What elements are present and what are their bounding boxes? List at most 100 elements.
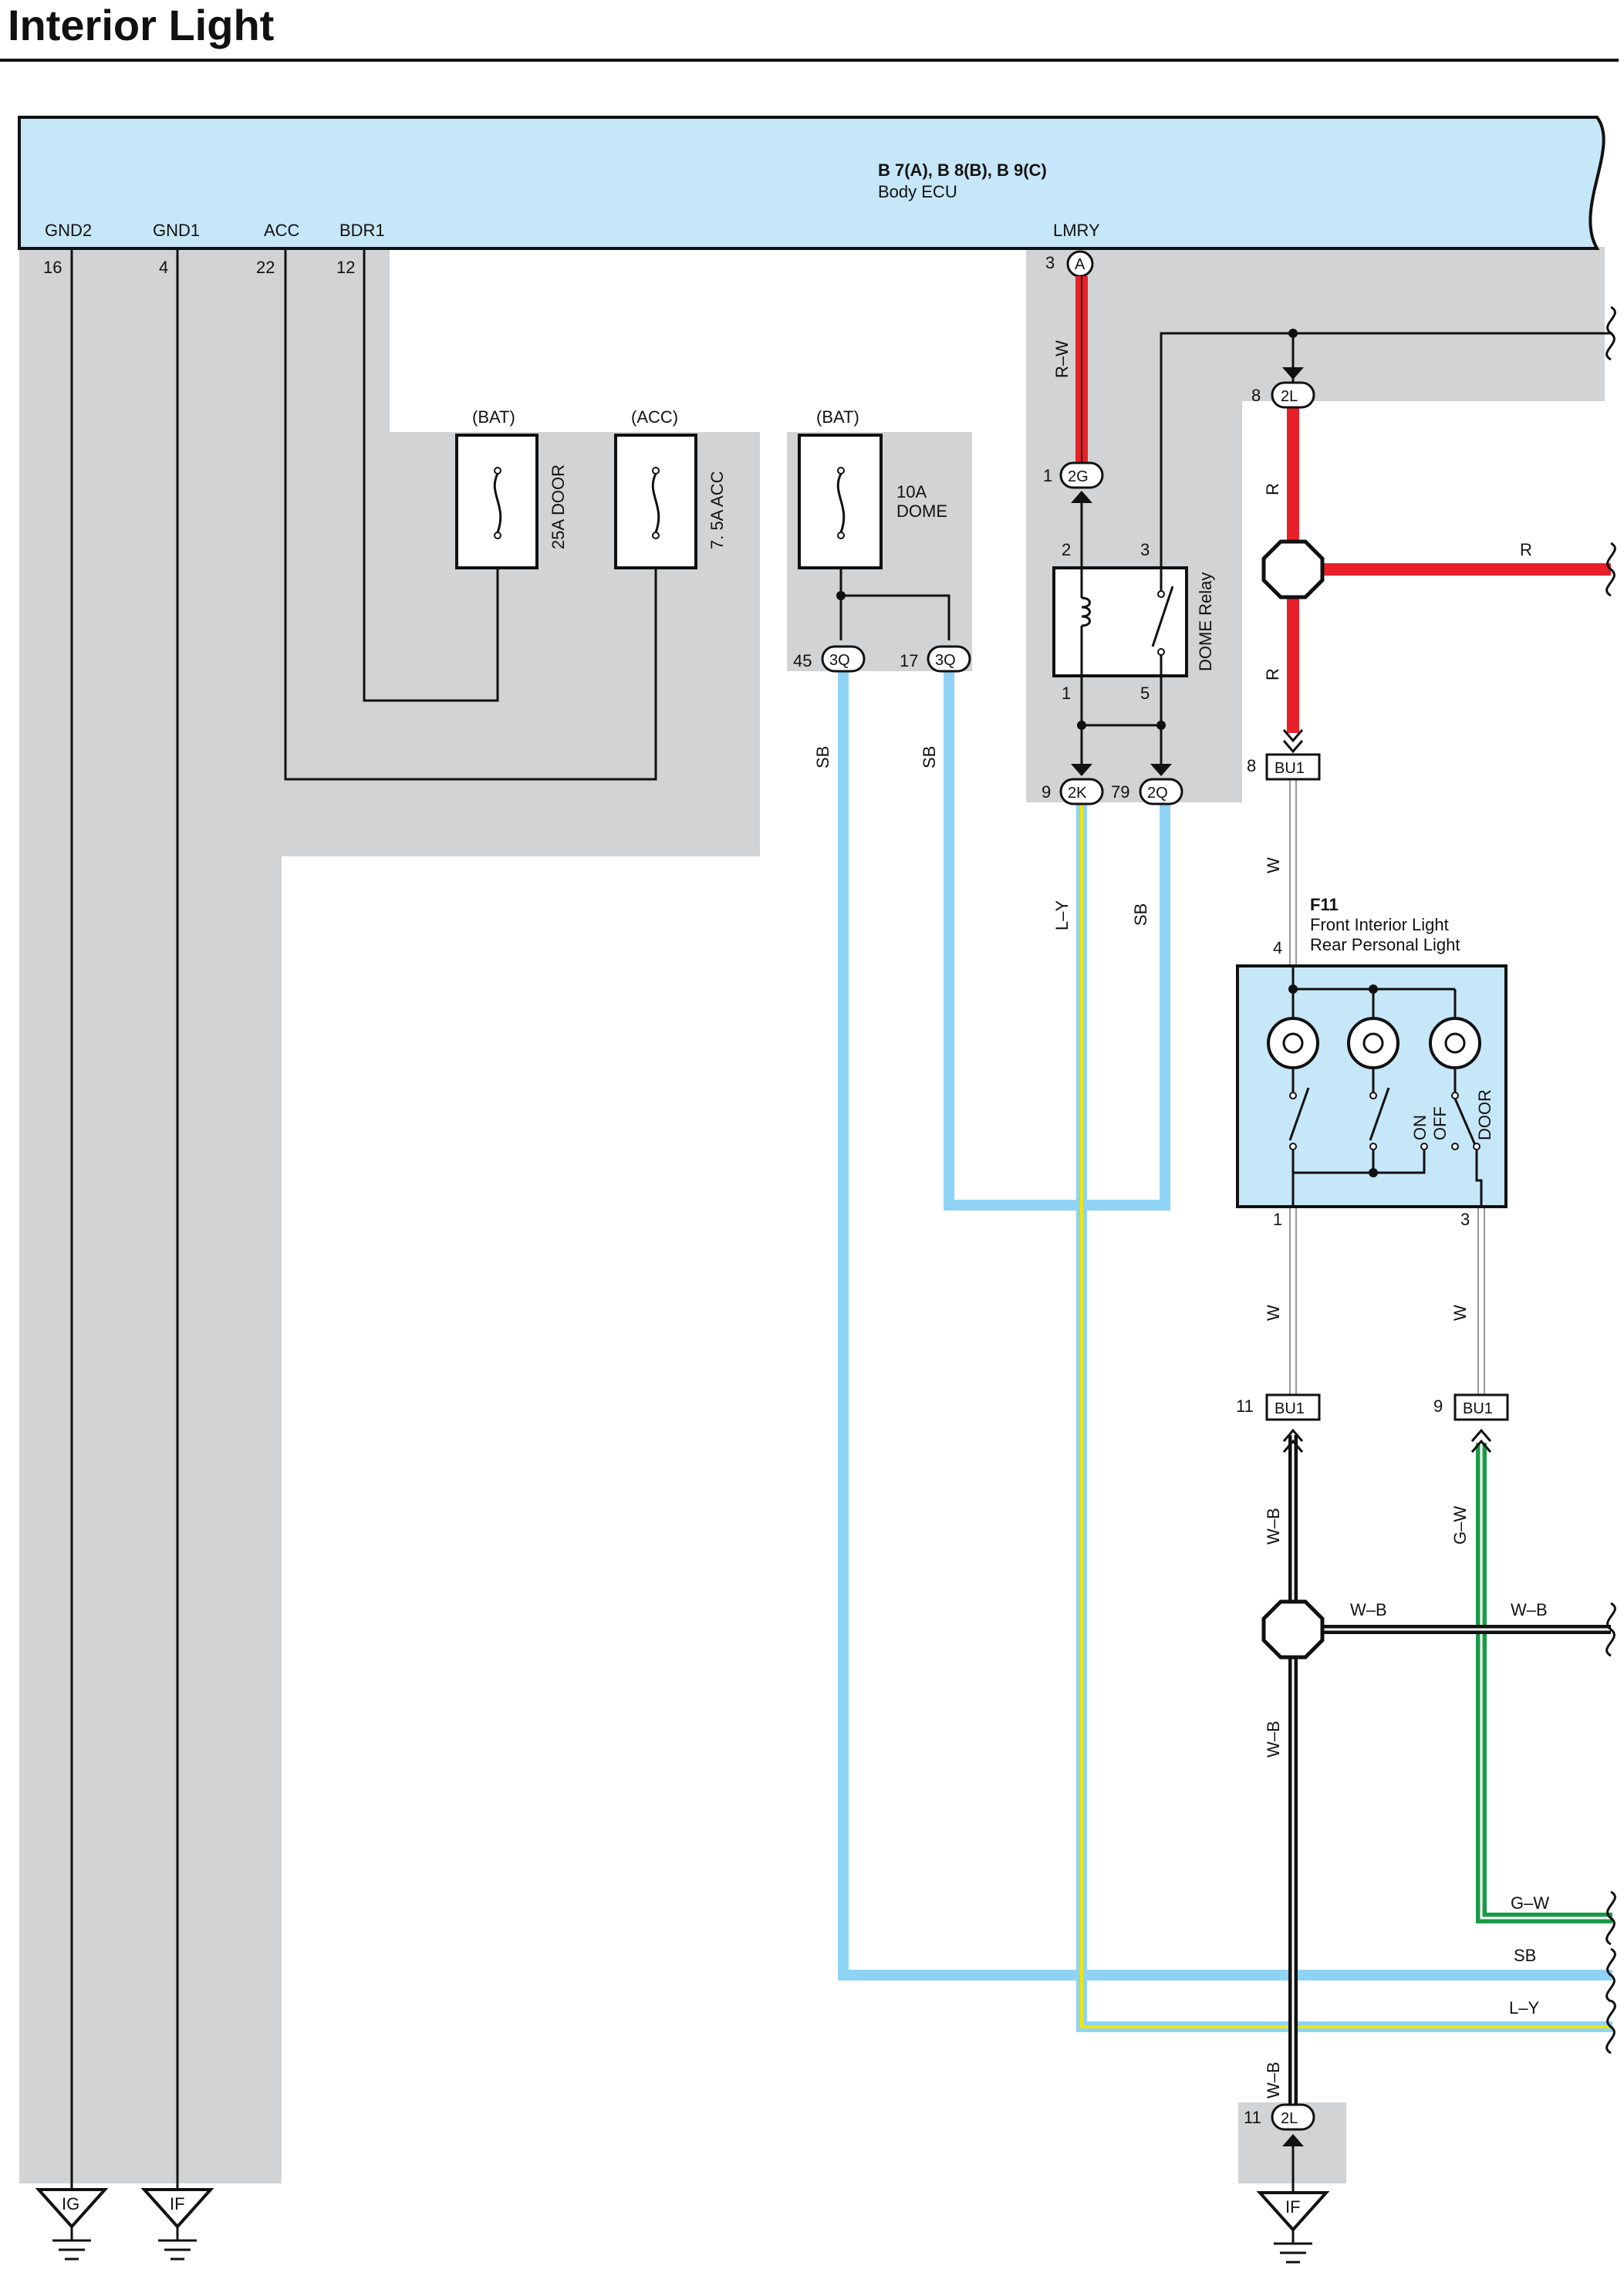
splice-icon — [1261, 1599, 1325, 1660]
page-title: Interior Light — [8, 1, 274, 49]
svg-text:(ACC): (ACC) — [631, 407, 678, 427]
relay-switch-icon — [1151, 568, 1174, 676]
ecu-terminal-acc: ACC — [264, 221, 300, 240]
bulb-icon — [1429, 989, 1481, 1096]
svg-text:2G: 2G — [1068, 468, 1089, 485]
svg-text:2K: 2K — [1068, 785, 1087, 802]
fuse-25a-door: (BAT) 25A DOOR — [455, 407, 568, 569]
wire-labels: R–W R R R SB SB L–Y SB SB L–Y W W W W–B … — [813, 340, 1549, 2099]
svg-text:9: 9 — [1042, 782, 1051, 802]
svg-text:8: 8 — [1247, 756, 1256, 775]
svg-text:8: 8 — [1251, 386, 1261, 405]
light-name-1: Front Interior Light — [1310, 915, 1449, 934]
svg-text:1: 1 — [1062, 684, 1071, 703]
connector-3q-45: 45 3Q — [793, 645, 866, 673]
svg-text:L–Y: L–Y — [1052, 900, 1072, 930]
svg-text:BU1: BU1 — [1275, 760, 1305, 777]
ecu-terminal-bdr1: BDR1 — [339, 221, 385, 240]
connector-arrow-icon — [1470, 1428, 1492, 1453]
svg-text:BU1: BU1 — [1275, 1400, 1305, 1417]
svg-text:(BAT): (BAT) — [472, 407, 515, 427]
svg-text:W–B: W–B — [1264, 1721, 1283, 1758]
svg-text:W–B: W–B — [1264, 2062, 1283, 2099]
wire-l-y — [1076, 802, 1612, 2032]
svg-text:W–B: W–B — [1264, 1508, 1283, 1545]
fuse-icon — [493, 467, 502, 539]
svg-text:45: 45 — [793, 651, 812, 670]
connector-arrow-icon — [1282, 2134, 1304, 2146]
front-interior-light: F11 Front Interior Light Rear Personal L… — [1236, 895, 1508, 1229]
dome-relay: 2 3 1 5 DOME Relay — [1052, 501, 1215, 772]
ecu-terminal-lmry: LMRY — [1053, 221, 1100, 240]
svg-text:17: 17 — [900, 651, 918, 670]
ecu-pin-4: 4 — [159, 258, 168, 277]
ecu-codes: B 7(A), B 8(B), B 9(C) — [878, 160, 1047, 180]
svg-text:4: 4 — [1273, 938, 1282, 957]
svg-text:3: 3 — [1140, 540, 1150, 559]
wire-green — [1476, 1443, 1612, 1923]
switch-label-off: OFF — [1430, 1106, 1450, 1140]
svg-text:DOME: DOME — [896, 501, 947, 521]
ground-if-left: IF — [140, 2188, 214, 2261]
connector-2l-bottom: 11 2L — [1244, 2103, 1315, 2193]
ecu-pin-22: 22 — [256, 258, 275, 277]
ecu-pin-16: 16 — [43, 258, 62, 277]
svg-text:W: W — [1450, 1305, 1470, 1321]
bulb-icon — [1267, 989, 1319, 1096]
wire-white-black — [1288, 1435, 1611, 2118]
fuse-7-5a-acc: (ACC) 7. 5A ACC — [614, 407, 727, 569]
connector-2l-top: 8 2L — [1251, 367, 1315, 409]
ecu-terminal-gnd2: GND2 — [45, 221, 92, 240]
connector-bu1-top: 8 BU1 — [1247, 729, 1321, 781]
svg-text:2L: 2L — [1281, 388, 1298, 405]
wire-sky-blue — [838, 671, 1612, 1981]
svg-text:(BAT): (BAT) — [816, 407, 859, 427]
dome-fuse-split — [836, 568, 950, 640]
bulb-icon — [1347, 989, 1399, 1096]
connector-2q: 79 2Q — [1111, 764, 1183, 805]
lmry-connector-a: A — [1066, 250, 1094, 278]
relay-name: DOME Relay — [1196, 572, 1215, 671]
svg-text:SB: SB — [1131, 903, 1150, 926]
svg-text:2Q: 2Q — [1147, 785, 1168, 802]
relay-coil-icon — [1080, 568, 1091, 676]
fuse-icon — [651, 467, 660, 539]
ecu-pin-12: 12 — [336, 258, 355, 277]
svg-text:SB: SB — [920, 746, 939, 768]
svg-text:5: 5 — [1140, 684, 1150, 703]
ground-icon — [1274, 2230, 1312, 2264]
connector-3q-17: 17 3Q — [900, 645, 971, 673]
ecu-name: Body ECU — [878, 182, 957, 201]
svg-text:R: R — [1263, 668, 1282, 680]
svg-text:SB: SB — [1514, 1946, 1536, 1965]
svg-text:R–W: R–W — [1052, 340, 1072, 378]
ground-icon — [52, 2227, 91, 2261]
switch-label-door: DOOR — [1475, 1089, 1494, 1140]
svg-text:BU1: BU1 — [1463, 1400, 1493, 1417]
connector-arrow-icon — [1071, 764, 1092, 776]
ecu-ground-wires — [70, 250, 179, 2190]
svg-text:A: A — [1075, 256, 1085, 273]
svg-text:IG: IG — [62, 2194, 79, 2214]
svg-text:R: R — [1520, 540, 1532, 559]
svg-text:25A DOOR: 25A DOOR — [549, 464, 568, 549]
svg-text:2: 2 — [1062, 540, 1071, 559]
svg-text:1: 1 — [1043, 466, 1052, 485]
connector-arrow-icon — [1071, 491, 1092, 503]
svg-text:R: R — [1263, 483, 1282, 495]
connector-2g: 1 2G — [1043, 461, 1104, 503]
connector-bu1-right: 9 BU1 — [1433, 1393, 1509, 1453]
light-code: F11 — [1310, 895, 1339, 914]
svg-text:W: W — [1264, 1305, 1283, 1321]
ground-ig: IG — [35, 2188, 109, 2261]
svg-text:W–B: W–B — [1511, 1600, 1548, 1619]
svg-text:G–W: G–W — [1450, 1506, 1470, 1545]
svg-text:G–W: G–W — [1511, 1893, 1549, 1913]
svg-text:79: 79 — [1111, 782, 1129, 802]
fuse-feed-wires — [284, 250, 657, 781]
svg-text:9: 9 — [1433, 1396, 1443, 1416]
svg-text:SB: SB — [813, 746, 832, 768]
connector-arrow-icon — [1282, 729, 1304, 754]
wire-white — [1289, 779, 1485, 1395]
